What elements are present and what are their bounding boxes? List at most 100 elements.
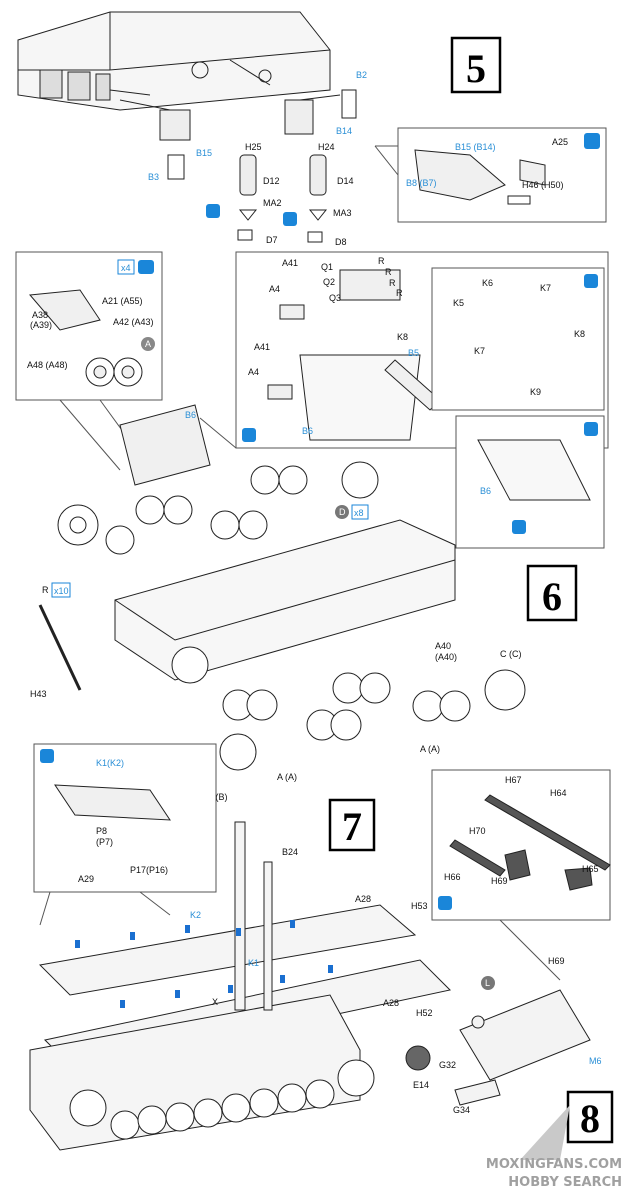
step-8: 8 H67 H64 H70 H66 H69 H65 H69 L G32 E14 … [405, 769, 614, 1144]
part-a38: A38 [32, 310, 48, 320]
part-a29: A29 [78, 874, 94, 884]
part-b6: B6 [302, 426, 313, 436]
part-a25: A25 [552, 137, 568, 147]
part-b15-b14: B15 (B14) [455, 142, 496, 152]
part-e14: E14 [413, 1080, 429, 1090]
part-p7: (P7) [96, 837, 113, 847]
part-k9: K9 [530, 387, 541, 397]
road-wheels [57, 461, 526, 771]
part-k7-b: K7 [474, 346, 485, 356]
part-h69: H69 [548, 956, 565, 966]
qty-x4: x4 [121, 263, 131, 273]
sub-b-b: B (B) [207, 792, 228, 802]
sub-a-a-1: A (A) [420, 744, 440, 754]
quantity-badge [117, 259, 135, 275]
step-5-box [450, 36, 502, 94]
part-b8-b7: B8 (B7) [406, 178, 437, 188]
glue-icon [242, 428, 256, 442]
step-6: 6 x4 A21 (A55) A38 (A39) A42 (A43) A48 (… [15, 251, 609, 802]
part-h69-inset: H69 [491, 876, 508, 886]
part-b6-main: B6 [185, 410, 196, 420]
part-a39: (A39) [30, 320, 52, 330]
part-h25: H25 [245, 142, 262, 152]
part-b6-inset: B6 [480, 486, 491, 496]
part-b5: B5 [408, 348, 419, 358]
part-a40: A40 [435, 641, 451, 651]
part-b2: B2 [356, 70, 367, 80]
watermark: MOXINGFANS.COM HOBBY SEARCH [486, 1105, 622, 1190]
glue-icon [584, 274, 598, 288]
part-d8: D8 [335, 237, 347, 247]
part-p17: P17(P16) [130, 865, 168, 875]
part-a28-a: A28 [355, 894, 371, 904]
part-k1: K1 [248, 958, 259, 968]
step-8-number: 8 [580, 1096, 600, 1141]
part-h64: H64 [550, 788, 567, 798]
step-6-k-inset [431, 267, 605, 411]
mg-mount-drawing [405, 989, 591, 1106]
part-a40-b: (A40) [435, 652, 457, 662]
part-q2: Q2 [323, 277, 335, 287]
step-7-number: 7 [342, 804, 362, 849]
fenders-hull-drawing [29, 821, 452, 1151]
part-g34: G34 [453, 1105, 470, 1115]
step-6-box [526, 564, 578, 622]
part-a48: A48 (A48) [27, 360, 68, 370]
part-r3: R [389, 278, 396, 288]
part-k2: K2 [190, 910, 201, 920]
part-k8: K8 [397, 332, 408, 342]
part-ma2: MA2 [263, 198, 282, 208]
part-q1: Q1 [321, 262, 333, 272]
step-7-box [328, 798, 376, 852]
part-r2: R [385, 267, 392, 277]
qty-x10: x10 [54, 586, 69, 596]
sub-a: A [145, 339, 151, 349]
watermark-line-1: MOXINGFANS.COM [486, 1157, 622, 1172]
glue-icon [584, 133, 600, 149]
part-b14: B14 [336, 126, 352, 136]
part-a4-a: A4 [269, 284, 280, 294]
part-p8: P8 [96, 826, 107, 836]
part-a4-b: A4 [248, 367, 259, 377]
glue-icon [512, 520, 526, 534]
step-5-number: 5 [466, 46, 486, 91]
qty-x8: x8 [354, 508, 364, 518]
part-k5: K5 [453, 298, 464, 308]
part-h65: H65 [582, 864, 599, 874]
part-h43: H43 [30, 689, 47, 699]
glue-icon [40, 749, 54, 763]
part-b24: B24 [282, 847, 298, 857]
part-k6: K6 [482, 278, 493, 288]
part-h67: H67 [505, 775, 522, 785]
part-r4: R [396, 288, 403, 298]
step-7: 7 K1(K2) P8 (P7) P17(P16) A29 [29, 743, 452, 1151]
glue-icon [206, 204, 297, 226]
part-r1: R [378, 256, 385, 266]
glue-icon [138, 260, 154, 274]
watermark-line-2: HOBBY SEARCH [508, 1175, 622, 1190]
step-5: 5 B2 B14 B15 B3 H25 H24 D12 [17, 11, 607, 247]
part-k8-inset: K8 [574, 329, 585, 339]
part-x: X [212, 997, 218, 1007]
part-h66: H66 [444, 872, 461, 882]
part-q3: Q3 [329, 293, 341, 303]
part-g32: G32 [439, 1060, 456, 1070]
part-ma3: MA3 [333, 208, 352, 218]
track-wheels [69, 1059, 375, 1140]
part-h46-h50: H46 (H50) [522, 180, 564, 190]
part-a42: A42 (A43) [113, 317, 154, 327]
part-r-track: R [42, 585, 49, 595]
part-a28-b: A28 [383, 998, 399, 1008]
part-h53: H53 [411, 901, 428, 911]
part-a21: A21 (A55) [102, 296, 143, 306]
step-8-box [566, 1090, 614, 1144]
part-b3: B3 [148, 172, 159, 182]
part-h70: H70 [469, 826, 486, 836]
part-d12: D12 [263, 176, 280, 186]
part-m6: M6 [589, 1056, 602, 1066]
part-b15: B15 [196, 148, 212, 158]
glue-marks [75, 920, 333, 1008]
sub-a-a-2: A (A) [277, 772, 297, 782]
glue-icon [584, 422, 598, 436]
part-k7-a: K7 [540, 283, 551, 293]
